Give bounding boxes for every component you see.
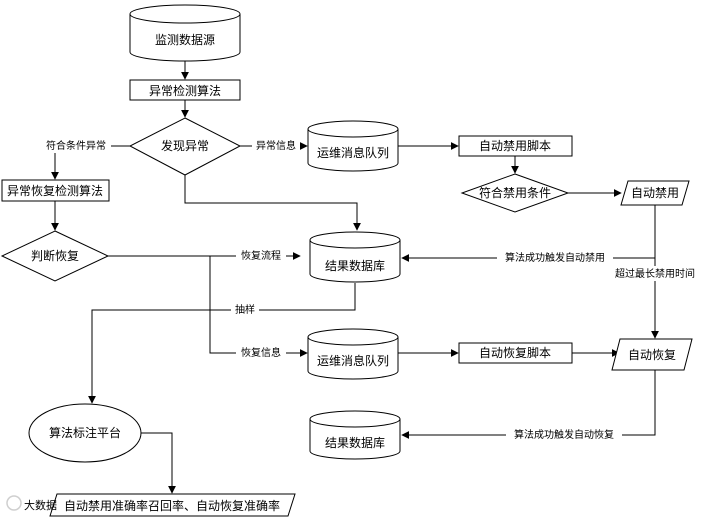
- node-label-auto-recover: 自动恢复: [628, 348, 676, 362]
- node-label-output-metrics: 自动禁用准确率召回率、自动恢复准确率: [64, 498, 280, 513]
- node-auto-disable: 自动禁用: [620, 180, 690, 206]
- node-label-source-db: 监测数据源: [155, 32, 215, 47]
- edge-label-recovery-info: 恢复信息: [241, 346, 281, 359]
- node-auto-disable-script: 自动禁用脚本: [458, 135, 573, 157]
- node-label-annotation-platform: 算法标注平台: [49, 425, 121, 440]
- node-meet-disable-cond: 符合禁用条件: [460, 173, 570, 213]
- node-label-ops-queue-1: 运维消息队列: [317, 145, 389, 160]
- edge-label-recover-success: 算法成功触发自动恢复: [514, 428, 614, 441]
- node-label-auto-recover-script: 自动恢复脚本: [479, 345, 551, 360]
- node-label-ops-queue-2: 运维消息队列: [317, 353, 389, 368]
- edge-result-db-to-platform: [88, 283, 356, 404]
- node-label-auto-disable-script: 自动禁用脚本: [479, 138, 551, 153]
- node-anomaly-algo: 异常检测算法: [129, 79, 241, 101]
- edge-auto-recover-to-result-db-2: [401, 370, 656, 439]
- watermark: 大数据: [6, 495, 57, 512]
- node-label-meet-disable-cond: 符合禁用条件: [479, 185, 551, 200]
- node-auto-recover: 自动恢复: [611, 338, 693, 371]
- node-found-anomaly: 发现异常: [128, 117, 242, 176]
- edge-label-meets-condition: 符合条件异常: [46, 139, 106, 152]
- node-auto-recover-script: 自动恢复脚本: [458, 342, 573, 364]
- node-judge-recovery: 判断恢复: [0, 230, 110, 282]
- node-label-anomaly-algo: 异常检测算法: [149, 83, 221, 98]
- node-label-judge-recovery: 判断恢复: [31, 248, 79, 263]
- edge-labels: 符合条件异常 异常信息 恢复流程 抽样 恢复信息 算法成功触发自动禁用 超过最长…: [41, 138, 700, 442]
- node-result-db-2: 结果数据库: [309, 410, 401, 460]
- edge-label-anomaly-info: 异常信息: [256, 139, 296, 152]
- edge-found-to-result-db: [184, 175, 361, 231]
- node-label-found-anomaly: 发现异常: [161, 138, 209, 153]
- edge-label-disable-success: 算法成功触发自动禁用: [505, 251, 605, 264]
- edges: [51, 60, 659, 494]
- edge-label-max-disable-time: 超过最长禁用时间: [615, 267, 695, 280]
- node-label-result-db-2: 结果数据库: [325, 435, 385, 450]
- edge-platform-to-output: [140, 432, 176, 494]
- node-source-db: 监测数据源: [129, 4, 241, 62]
- node-label-recovery-algo: 异常恢复检测算法: [7, 183, 103, 198]
- nodes: 监测数据源 异常检测算法 发现异常 异常恢复检测算法 判断恢复 运维消息队列: [0, 4, 693, 517]
- edge-label-sampling: 抽样: [235, 303, 255, 316]
- node-label-auto-disable: 自动禁用: [631, 186, 679, 200]
- edge-label-recovery-flow: 恢复流程: [241, 249, 281, 262]
- node-output-metrics: 自动禁用准确率召回率、自动恢复准确率: [49, 493, 296, 517]
- node-ops-queue-1: 运维消息队列: [307, 120, 399, 172]
- watermark-text: 大数据: [24, 498, 57, 512]
- node-ops-queue-2: 运维消息队列: [307, 328, 399, 380]
- node-annotation-platform: 算法标注平台: [28, 403, 142, 463]
- node-result-db-1: 结果数据库: [309, 231, 401, 283]
- node-label-result-db-1: 结果数据库: [325, 258, 385, 273]
- node-recovery-algo: 异常恢复检测算法: [1, 179, 110, 202]
